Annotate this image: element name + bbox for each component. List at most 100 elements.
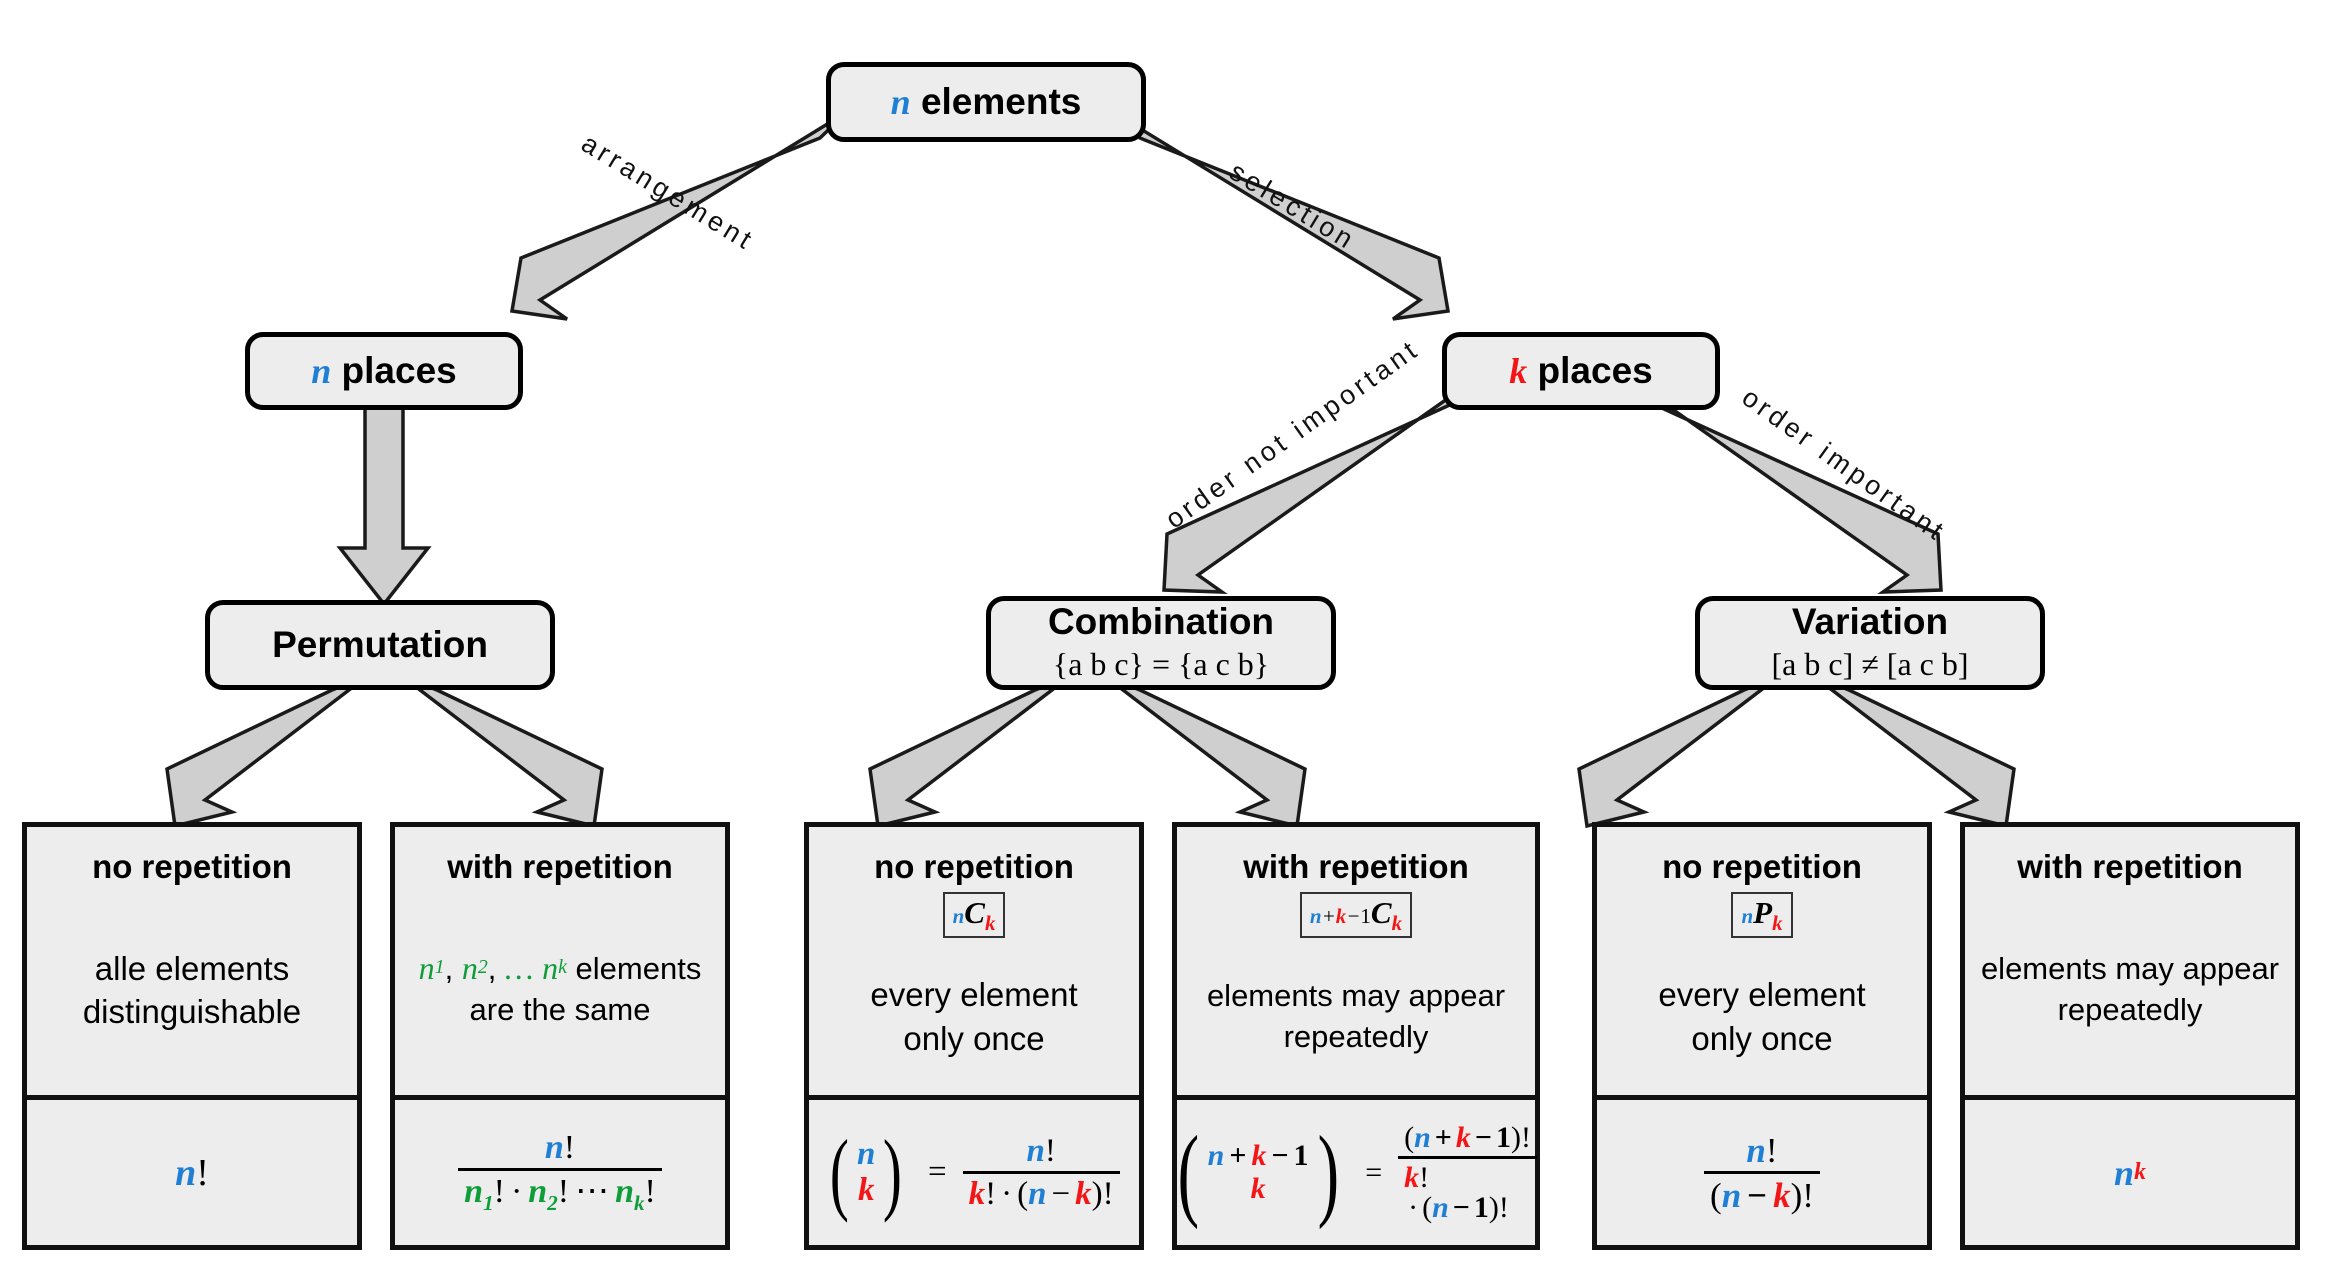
node-n-places[interactable]: n places <box>245 332 523 410</box>
leaf-desc-line2: repeatedly <box>2057 992 2203 1028</box>
node-combination-subtitle: {a b c} = {a c b} <box>1052 646 1270 683</box>
sym-fact: ! <box>1765 1130 1778 1170</box>
leaf-box-var-with-rep[interactable]: with repetition elements may appear repe… <box>1960 822 2300 1250</box>
sym-minus: − <box>1346 904 1361 929</box>
leaf-desc: elements may appear repeatedly <box>1981 949 2279 1031</box>
arrow-var-norep <box>1577 675 1780 829</box>
sym-one: 1 <box>1360 904 1371 929</box>
leaf-formula-cell: n! n1!·n2!⋯nk! <box>395 1095 725 1245</box>
leaf-desc-word-elements: elements <box>575 951 702 987</box>
arrow-perm-withrep <box>401 675 604 829</box>
leaf-desc-line1: elements may appear <box>1980 951 2280 987</box>
leaf-box-comb-no-rep[interactable]: no repetition nCk every element only onc… <box>804 822 1144 1250</box>
node-k-places[interactable]: k places <box>1442 332 1720 410</box>
fraction-denominator: k!·(n−1)! <box>1398 1155 1538 1224</box>
paren-close: ) <box>1790 1175 1803 1215</box>
notation-nPk: nPk <box>1731 892 1793 939</box>
sym-C: C <box>1370 895 1392 931</box>
sym-equals: = <box>1365 1155 1383 1189</box>
sym-k: k <box>1075 1175 1092 1212</box>
leaf-upper: no repetition alle elements distinguisha… <box>27 827 357 1095</box>
leaf-head: with repetition <box>2017 848 2243 885</box>
sym-comma: , <box>444 951 454 987</box>
sym-n2: n2 <box>528 1173 558 1215</box>
sym-n: n <box>1746 1130 1766 1170</box>
leaf-formula-cell: ( n k ) = n! k!·(n−k)! <box>809 1095 1139 1245</box>
paren-close: ) <box>1091 1175 1103 1212</box>
sym-k: k <box>857 1171 875 1208</box>
binomial-coefficient: ( n k ) <box>824 1126 908 1217</box>
node-variation[interactable]: Variation [a b c] ≠ [a c b] <box>1695 596 2045 690</box>
fraction-denominator: (n−k)! <box>1704 1170 1820 1215</box>
notation-nCk: nCk <box>942 892 1006 939</box>
fraction-denominator: k!·(n−k)! <box>962 1170 1120 1212</box>
leaf-desc-line1: alle elements <box>94 949 290 987</box>
node-k-places-text: places <box>1537 349 1653 391</box>
formula-perm-with-rep: n! n1!·n2!⋯nk! <box>454 1131 666 1214</box>
sym-fact: ! <box>985 1175 997 1212</box>
leaf-desc-wrap: elements may appear repeatedly <box>1177 938 1535 1095</box>
sym-dot: · <box>510 1173 523 1211</box>
var-n: n <box>311 350 332 391</box>
sym-fact: ! <box>1521 1120 1532 1154</box>
var-k: k <box>1509 350 1528 391</box>
leaf-desc: alle elements distinguishable <box>83 947 301 1034</box>
leaf-formula-cell: n! <box>27 1095 357 1245</box>
sym-k: k <box>1391 911 1403 936</box>
leaf-desc-line1: elements may appear <box>1206 977 1506 1013</box>
paren-open: ( <box>1177 1114 1200 1230</box>
sym-fact: ! <box>196 1151 209 1194</box>
fraction-numerator: (n+k−1)! <box>1398 1120 1537 1156</box>
leaf-desc: every element only once <box>870 973 1077 1060</box>
notation-npkm1Ck: n+k−1Ck <box>1299 892 1413 939</box>
leaf-box-var-no-rep[interactable]: no repetition nPk every element only onc… <box>1592 822 1932 1250</box>
leaf-upper: with repetition elements may appear repe… <box>1965 827 2295 1095</box>
fraction-numerator: n! <box>539 1131 581 1168</box>
node-permutation[interactable]: Permutation <box>205 600 555 690</box>
sym-fact: ! <box>563 1129 576 1167</box>
formula-binomial-npkm1: ( n+k−1 k ) = (n+k−1)! k!·(n−1)! <box>1171 1114 1541 1230</box>
leaf-desc-line2: repeatedly <box>1283 1018 1429 1054</box>
sym-n: n <box>857 1135 876 1172</box>
fraction-numerator: n! <box>1020 1134 1061 1171</box>
sym-k: k <box>1773 1175 1791 1215</box>
leaf-upper: no repetition nPk every element only onc… <box>1597 827 1927 1095</box>
leaf-box-perm-no-rep[interactable]: no repetition alle elements distinguisha… <box>22 822 362 1250</box>
node-n-elements[interactable]: n elements <box>826 62 1146 142</box>
leaf-box-comb-with-rep[interactable]: with repetition n+k−1Ck elements may app… <box>1172 822 1540 1250</box>
leaf-desc-line2: distinguishable <box>82 993 302 1031</box>
paren-close: ) <box>1511 1120 1522 1154</box>
node-k-places-label: k places <box>1509 349 1653 391</box>
sym-n1: n1 <box>464 1173 494 1215</box>
sym-dot: · <box>1001 1175 1013 1212</box>
sym-equals: = <box>928 1154 947 1190</box>
fraction-denominator: n1!·n2!⋯nk! <box>458 1168 662 1214</box>
node-combination[interactable]: Combination {a b c} = {a c b} <box>986 596 1336 690</box>
paren-close: ) <box>1317 1114 1339 1230</box>
leaf-formula-cell: ( n+k−1 k ) = (n+k−1)! k!·(n−1)! <box>1177 1095 1538 1245</box>
sym-comma2: , <box>487 951 497 987</box>
paren-close: ) <box>1488 1190 1499 1224</box>
leaf-desc: every element only once <box>1658 973 1865 1060</box>
leaf-upper: no repetition nCk every element only onc… <box>809 827 1139 1095</box>
sym-minus: − <box>1474 1120 1493 1154</box>
sym-k: k <box>1455 1120 1471 1154</box>
formula-var-no-rep: n! (n−k)! <box>1700 1133 1824 1213</box>
sym-k: k <box>1335 904 1347 929</box>
sym-n: n <box>2114 1152 2135 1193</box>
binomial-stack: n k <box>855 1135 877 1208</box>
leaf-desc-line2: are the same <box>469 992 651 1028</box>
leaf-desc-line2: only once <box>1691 1019 1833 1057</box>
fraction: n! n1!·n2!⋯nk! <box>458 1131 662 1214</box>
sym-nk: nk <box>615 1173 645 1215</box>
leaf-desc-line2: only once <box>903 1019 1045 1057</box>
fraction: n! k!·(n−k)! <box>962 1134 1120 1212</box>
leaf-head: no repetition <box>92 848 292 885</box>
